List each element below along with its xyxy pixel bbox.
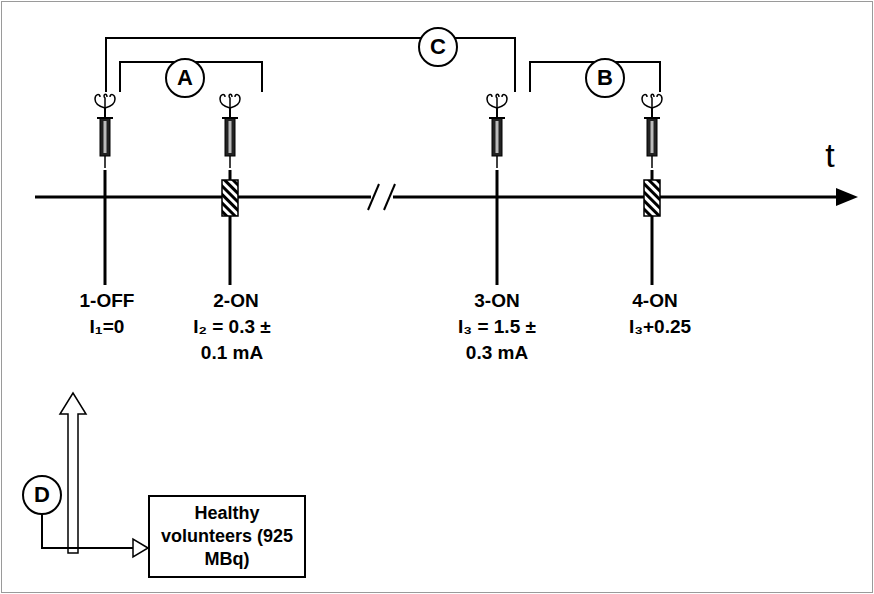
hatched-period [644,180,660,216]
current-value: I₂ = 0.3 ± 0.1 mA [182,314,282,366]
callout-circle: C [418,27,458,67]
hollow-up-arrow [60,393,86,553]
syringe-icon [95,94,115,168]
current-value: I₃+0.25 [600,314,720,340]
box-text: Healthy volunteers (925 MBq) [158,502,296,571]
callout-letter: A [177,67,193,89]
callout-circle: A [165,58,205,98]
axis-break-mark [368,184,379,210]
axis-label: t [808,136,852,174]
hatched-period [222,180,238,216]
time-tick [104,170,107,285]
callout-letter: B [597,67,613,89]
current-value: I₁=0 [47,314,167,340]
group-box: Healthy volunteers (925 MBq) [148,495,306,578]
callout-circle: D [22,475,62,515]
condition-label: 1-OFF [47,288,167,314]
current-value: I₃ = 1.5 ± 0.3 mA [447,314,547,366]
callout-letter: C [430,36,446,58]
callout-letter: D [34,484,50,506]
syringe-icon [220,94,240,168]
connector-line [42,515,148,548]
bracket-a [120,62,262,92]
connector-arrow [42,515,148,557]
syringe-icon [487,94,507,168]
callout-circle: B [585,58,625,98]
arrowhead [133,539,148,557]
syringe-icon [642,94,662,168]
time-axis [35,196,840,199]
condition-label: 3-ON [437,288,557,314]
condition-label: 4-ON [595,288,715,314]
condition-label: 2-ON [176,288,296,314]
time-tick [496,170,499,285]
axis-break-mark [384,184,395,210]
axis-arrowhead [836,188,858,206]
